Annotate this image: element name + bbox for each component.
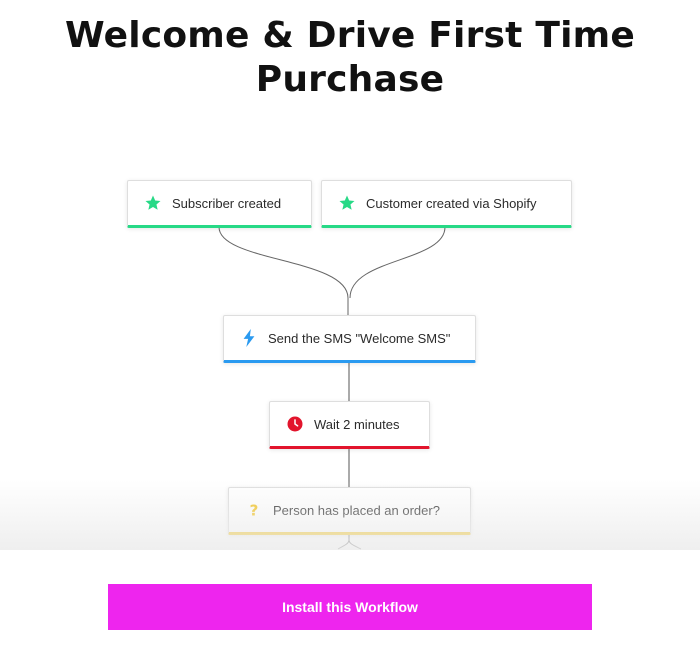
- step-label: Send the SMS "Welcome SMS": [268, 330, 451, 346]
- connector-condition-branches: [337, 534, 362, 550]
- lightning-icon: [240, 329, 258, 347]
- connector-customer-to-sms: [349, 226, 446, 299]
- step-label: Person has placed an order?: [273, 502, 440, 518]
- trigger-label: Subscriber created: [172, 195, 282, 211]
- workflow-diagram: Subscriber created Customer created via …: [0, 180, 700, 550]
- step-wait[interactable]: Wait 2 minutes: [269, 401, 430, 449]
- page-title: Welcome & Drive First Time Purchase: [0, 14, 700, 102]
- trigger-subscriber-created[interactable]: Subscriber created: [127, 180, 312, 228]
- question-icon: ?: [245, 501, 263, 519]
- star-icon: [338, 194, 356, 212]
- trigger-label: Customer created via Shopify: [366, 195, 537, 211]
- install-workflow-button[interactable]: Install this Workflow: [108, 584, 592, 630]
- star-icon: [144, 194, 162, 212]
- svg-text:?: ?: [250, 501, 259, 519]
- page-title-line-2: Purchase: [255, 59, 445, 100]
- step-condition-placed-order[interactable]: ? Person has placed an order?: [228, 487, 471, 535]
- clock-icon: [286, 415, 304, 433]
- page-title-line-1: Welcome & Drive First Time: [65, 15, 635, 56]
- trigger-customer-created-shopify[interactable]: Customer created via Shopify: [321, 180, 572, 228]
- connector-subscriber-to-sms: [218, 226, 349, 316]
- step-label: Wait 2 minutes: [314, 416, 400, 432]
- step-send-sms[interactable]: Send the SMS "Welcome SMS": [223, 315, 476, 363]
- workflow-connectors: [218, 226, 446, 550]
